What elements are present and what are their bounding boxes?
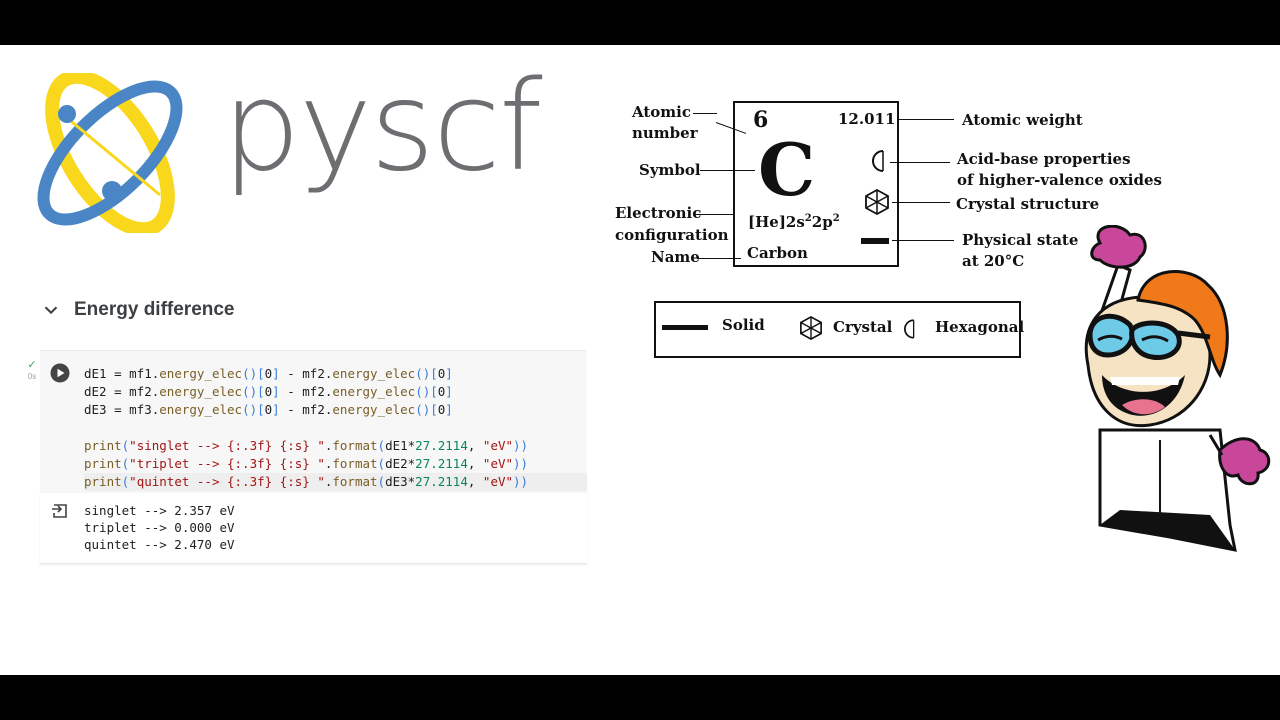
legend-crystal: Crystal (833, 318, 893, 336)
acid-base-moon-icon (872, 150, 884, 172)
section-title: Energy difference (74, 299, 235, 320)
leader-line (892, 240, 954, 241)
label-config-1: Electronic (615, 204, 702, 222)
code-editor[interactable]: dE1 = mf1.energy_elec()[0] - mf2.energy_… (84, 365, 587, 491)
hexagonal-moon-icon (904, 319, 915, 339)
crystal-hexagon-icon (800, 316, 822, 340)
chevron-down-icon[interactable] (40, 299, 62, 321)
output-arrow-icon[interactable] (50, 501, 70, 521)
execution-time: 0s (27, 372, 37, 381)
label-config-2: configuration (615, 226, 729, 244)
label-symbol: Symbol (639, 161, 701, 179)
code-cell[interactable]: dE1 = mf1.energy_elec()[0] - mf2.energy_… (40, 350, 587, 493)
legend-hexagonal: Hexagonal (935, 318, 1025, 336)
leader-line (695, 214, 735, 215)
label-physical-state-2: at 20°C (962, 252, 1025, 270)
output-line-singlet: singlet --> 2.357 eV (84, 503, 235, 518)
atomic-number-value: 6 (753, 107, 769, 133)
code-line-7: print("quintet --> {:.3f} {:s} ".format(… (84, 473, 587, 491)
code-line-1: dE1 = mf1.energy_elec()[0] - mf2.energy_… (84, 366, 453, 381)
check-icon: ✓ (27, 359, 37, 371)
cell-run-status: ✓ 0s (24, 360, 40, 383)
leader-line (899, 119, 954, 120)
label-atomic-number-1: Atomic (632, 103, 692, 121)
leader-line (890, 162, 950, 163)
config-sup-2: 2 (832, 213, 840, 224)
solid-bar-icon (662, 325, 708, 330)
atomic-weight-value: 12.011 (838, 110, 896, 128)
element-card (733, 101, 899, 267)
electron-configuration: [He]2s22p2 (748, 213, 840, 231)
legend-box (654, 301, 1021, 358)
code-line-blank (84, 419, 587, 437)
play-circle-icon[interactable] (50, 363, 70, 383)
config-sup-1: 2 (804, 213, 812, 224)
element-symbol: C (758, 127, 816, 212)
section-header[interactable]: Energy difference (40, 295, 235, 325)
code-line-2: dE2 = mf2.energy_elec()[0] - mf2.energy_… (84, 384, 453, 399)
label-atomic-number-2: number (632, 124, 698, 142)
config-base: [He]2s (748, 213, 805, 231)
code-line-3: dE3 = mf3.energy_elec()[0] - mf2.energy_… (84, 402, 453, 417)
label-name: Name (651, 248, 700, 266)
output-line-triplet: triplet --> 0.000 eV (84, 520, 235, 535)
pyscf-logo-icon (37, 73, 183, 233)
cell-output: singlet --> 2.357 eV triplet --> 0.000 eV… (40, 493, 587, 564)
label-physical-state-1: Physical state (962, 231, 1079, 249)
solid-state-bar-icon (861, 238, 889, 244)
output-text: singlet --> 2.357 eV triplet --> 0.000 eV… (84, 502, 235, 553)
leader-line (700, 170, 755, 171)
leader-line (697, 258, 741, 259)
leader-line (892, 202, 950, 203)
crystal-hexagon-icon (865, 189, 889, 215)
leader-line (693, 113, 717, 114)
label-acid-base-1: Acid-base properties (957, 150, 1131, 168)
label-atomic-weight: Atomic weight (962, 111, 1083, 129)
label-acid-base-2: of higher-valence oxides (957, 171, 1162, 189)
pyscf-wordmark: pyscf (222, 55, 543, 199)
scientist-cartoon-icon (1084, 225, 1271, 552)
video-frame: pyscf Energy difference ✓ 0s dE1 = mf1.e… (0, 45, 1280, 675)
config-mid: 2p (811, 213, 833, 231)
code-line-6: print("triplet --> {:.3f} {:s} ".format(… (84, 456, 529, 471)
legend-solid: Solid (722, 316, 765, 334)
output-line-quintet: quintet --> 2.470 eV (84, 537, 235, 552)
code-line-5: print("singlet --> {:.3f} {:s} ".format(… (84, 438, 529, 453)
element-name: Carbon (747, 244, 808, 262)
label-crystal-structure: Crystal structure (956, 195, 1100, 213)
